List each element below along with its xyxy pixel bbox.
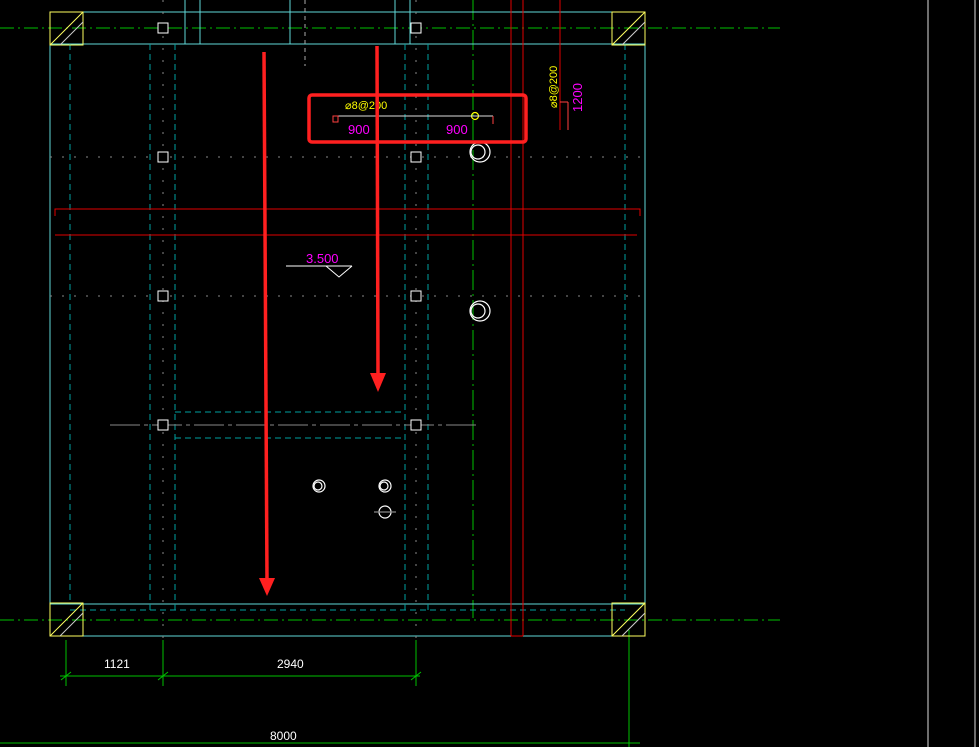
rebar-lines: [332, 101, 569, 130]
rebar-spec-horizontal: ⌀8@200: [345, 100, 387, 112]
column-markers: [157, 22, 422, 431]
highlight-box: [307, 93, 528, 144]
axis-lines: [0, 0, 780, 747]
viewport-border: [927, 0, 976, 747]
span-left-dimension: 900: [348, 122, 370, 137]
rebar-spec-vertical: ⌀8@200: [548, 66, 560, 108]
dimension-8000: 8000: [270, 729, 297, 743]
slab-outline: [49, 11, 646, 637]
elevation-label: 3.500: [306, 251, 339, 266]
dimension-2940: 2940: [277, 657, 304, 671]
beam-dashed-lines: [69, 44, 626, 611]
red-beam-lines: [54, 0, 641, 637]
dimension-lines: [60, 640, 422, 686]
dimension-1121: 1121: [104, 657, 130, 671]
span-vertical-dimension: 1200: [570, 83, 585, 112]
elevation-marker: [286, 265, 353, 278]
annotation-arrows: [259, 45, 386, 596]
span-right-dimension: 900: [446, 122, 468, 137]
top-hatch-lines: [184, 0, 411, 66]
corner-columns: [49, 11, 646, 637]
